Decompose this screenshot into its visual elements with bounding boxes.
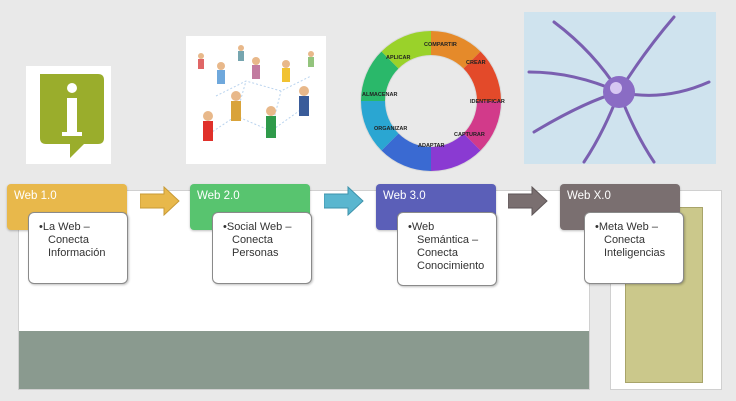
stage-description: •Social Web – Conecta Personas (212, 212, 312, 284)
arrow-right-icon (324, 186, 364, 216)
cycle-label: APLICAR (386, 55, 410, 61)
cycle-label: ADAPTAR (418, 143, 445, 149)
desc-line: •Social Web – (223, 221, 292, 233)
cycle-label: CREAR (466, 60, 486, 66)
social-network-people (186, 36, 326, 164)
desc-line: Semántica – (417, 234, 479, 246)
knowledge-cycle: COMPARTIR CREAR IDENTIFICAR CAPTURAR ADA… (356, 26, 506, 176)
arrow-right-icon (508, 186, 548, 216)
stage-description: •Meta Web – Conecta Inteligencias (584, 212, 684, 284)
desc-line: Conecta (417, 247, 458, 259)
cycle-label: ORGANIZAR (374, 126, 407, 132)
stage-description: •La Web – Conecta Información (28, 212, 128, 284)
panel-band (19, 331, 589, 389)
desc-line: •La Web – (39, 221, 90, 233)
stage-label: Web 2.0 (197, 190, 240, 202)
desc-line: Información (48, 247, 106, 259)
desc-line: Personas (232, 247, 279, 259)
desc-line: •Web (408, 221, 435, 233)
cycle-label: CAPTURAR (454, 132, 485, 138)
desc-line: Conecta (48, 234, 89, 246)
desc-line: Inteligencias (604, 247, 666, 259)
neuron (524, 12, 716, 164)
cycle-label: COMPARTIR (424, 42, 457, 48)
arrow-right-icon (140, 186, 180, 216)
desc-line: •Meta Web – (595, 221, 658, 233)
stage-description: •Web Semántica – Conecta Conocimiento (397, 212, 497, 286)
stage-label: Web 1.0 (14, 190, 57, 202)
desc-line: Conecta (604, 234, 645, 246)
desc-line: Conocimiento (417, 260, 485, 272)
cycle-label: ALMACENAR (362, 92, 397, 98)
stage-label: Web 3.0 (383, 190, 426, 202)
desc-line: Conecta (232, 234, 273, 246)
stage-label: Web X.0 (567, 190, 611, 202)
cycle-label: IDENTIFICAR (470, 99, 505, 105)
info-icon (26, 66, 111, 164)
